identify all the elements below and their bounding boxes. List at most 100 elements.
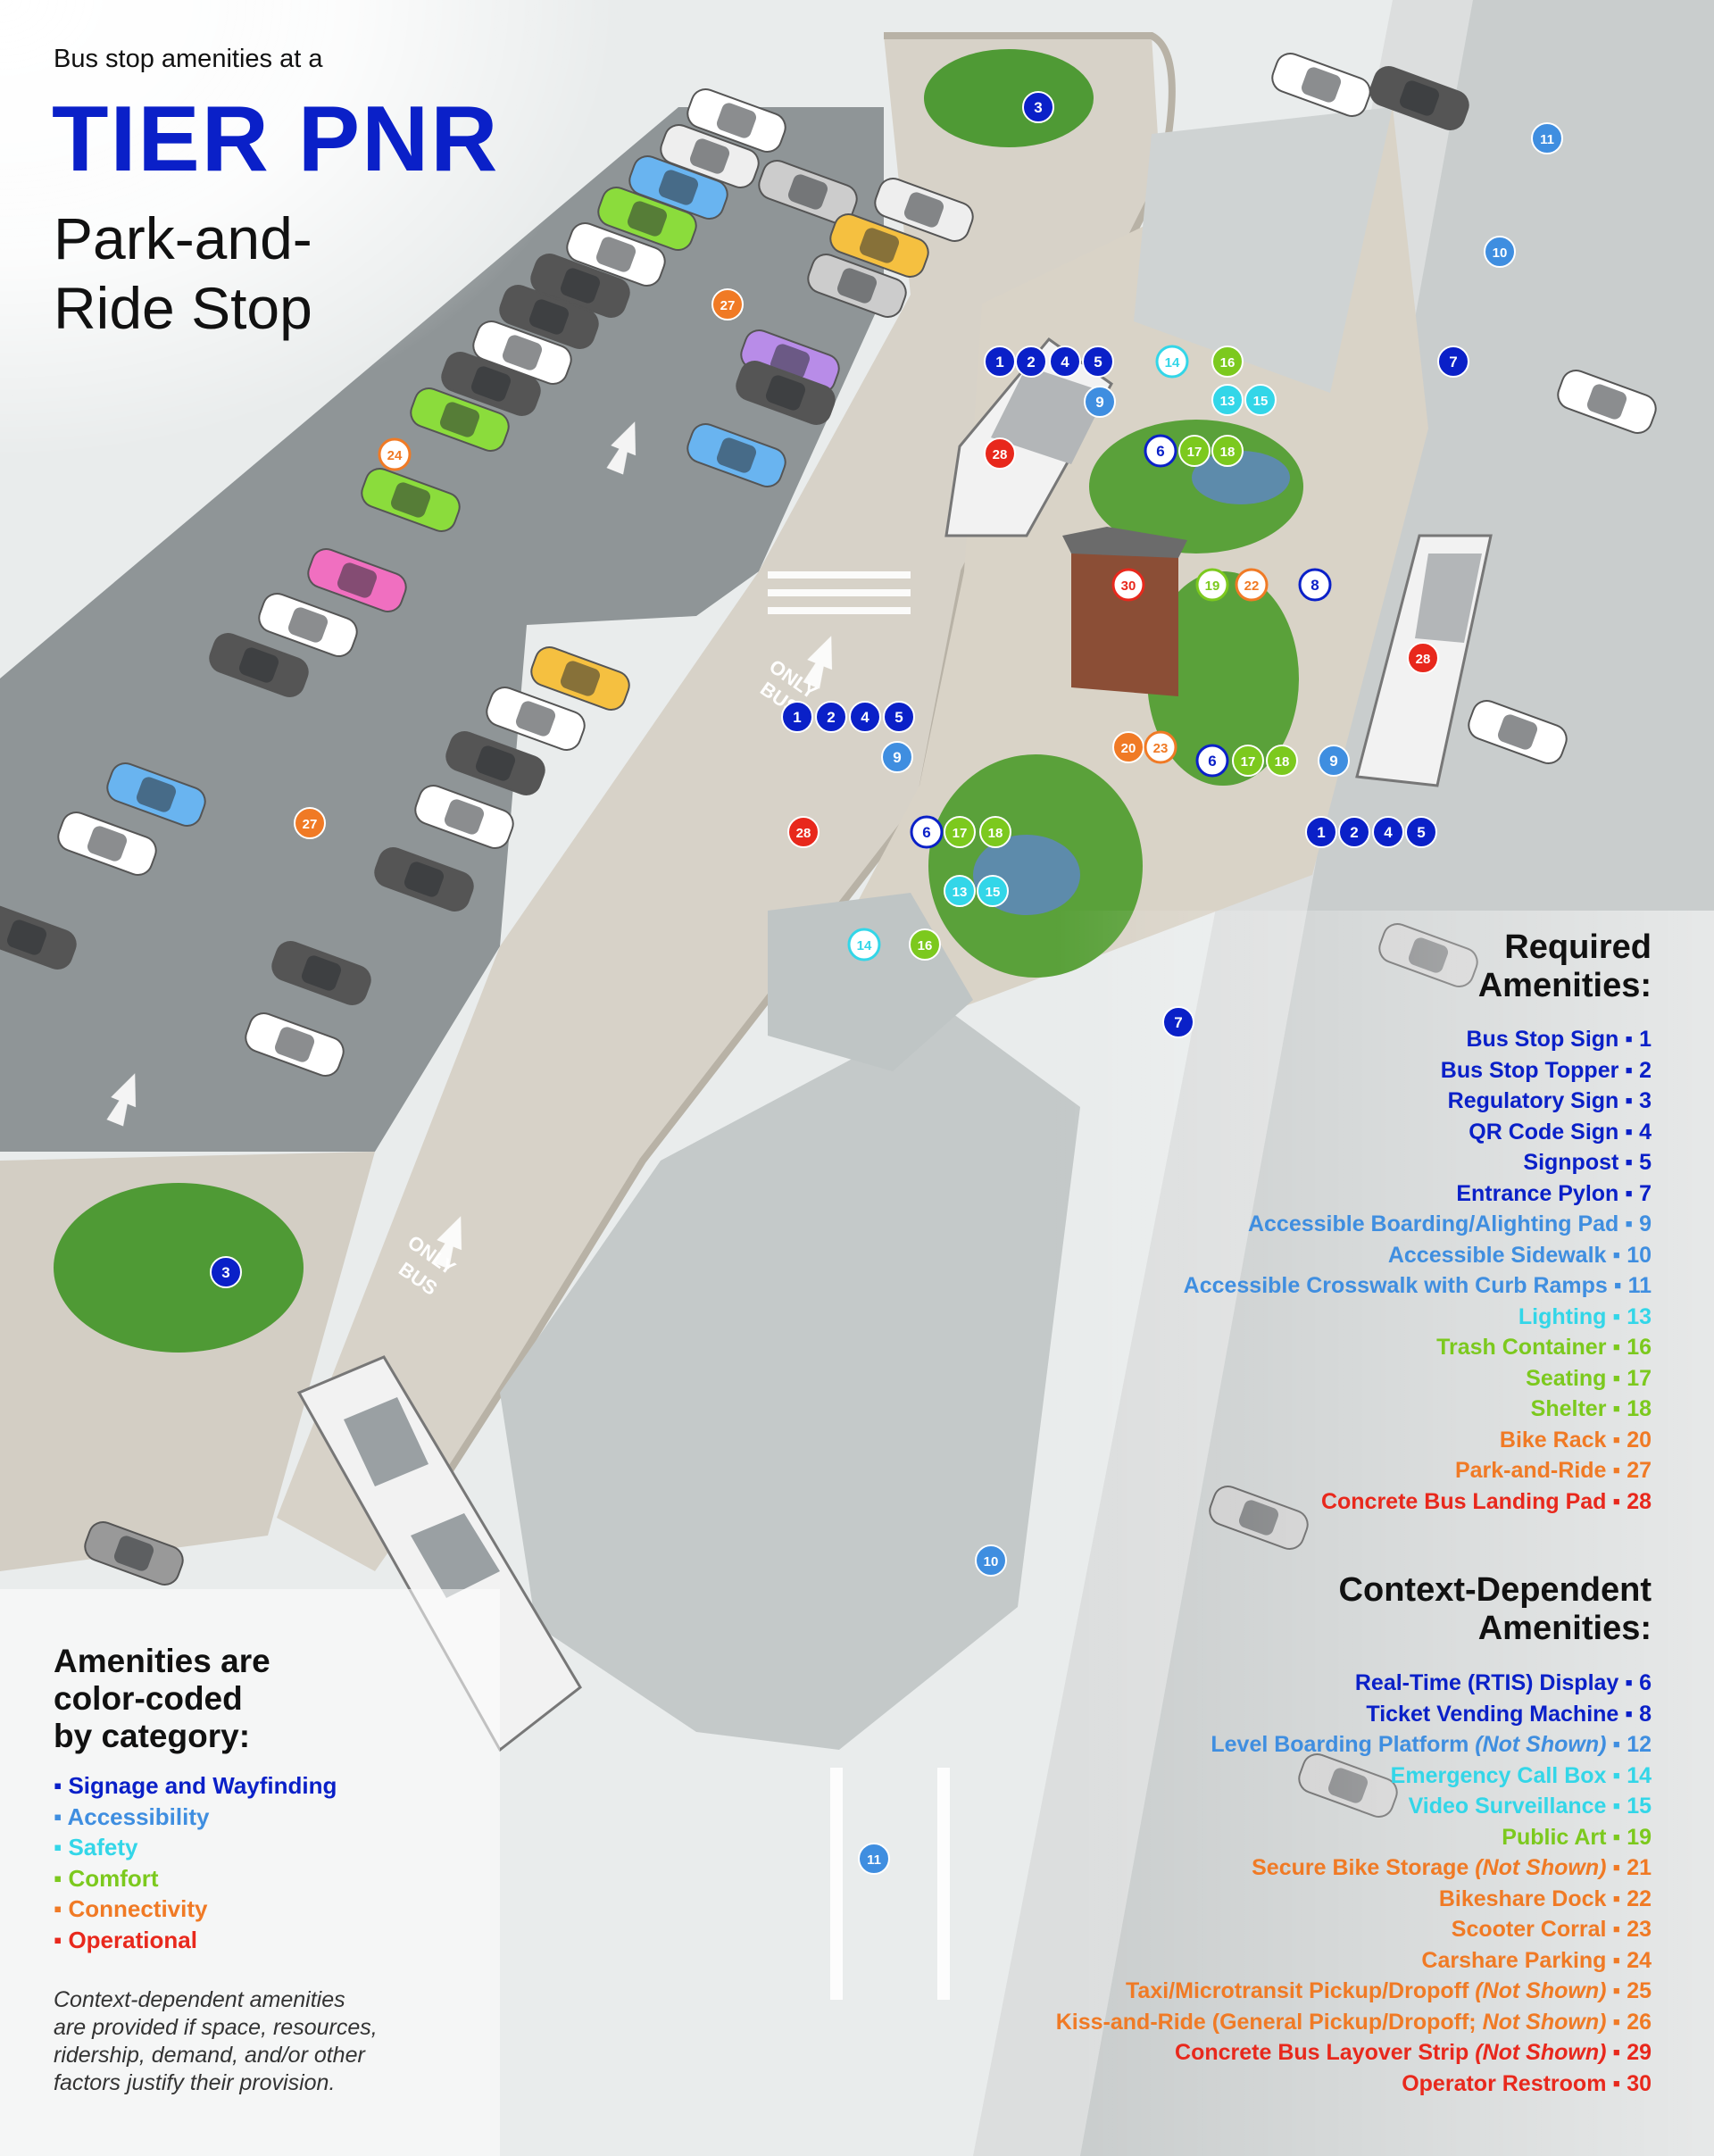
required-amenity-item-name: Bus Stop Sign bbox=[1466, 1027, 1619, 1052]
amenity-marker: 30 bbox=[1111, 568, 1145, 602]
amenity-marker-number: 4 bbox=[1384, 824, 1393, 841]
required-amenity-item-name: Bike Rack bbox=[1499, 1427, 1607, 1453]
parked-car bbox=[57, 812, 157, 876]
amenity-marker: 4 bbox=[849, 701, 881, 733]
required-amenity-item: Concrete Bus Landing Pad ▪ 28 bbox=[1184, 1486, 1652, 1518]
legend-title-1: Amenities are bbox=[54, 1643, 270, 1679]
amenity-marker: 28 bbox=[984, 437, 1016, 470]
amenity-marker: 16 bbox=[909, 928, 941, 961]
amenity-marker-number: 9 bbox=[1095, 394, 1103, 411]
amenity-marker: 10 bbox=[1484, 236, 1516, 268]
required-amenity-item-code: ▪ 20 bbox=[1606, 1427, 1652, 1453]
amenity-marker: 13 bbox=[944, 875, 976, 907]
parked-car bbox=[258, 593, 358, 657]
context-amenity-item-code: ▪ 30 bbox=[1606, 2070, 1652, 2096]
amenity-marker: 23 bbox=[1144, 730, 1177, 764]
required-amenity-item-code: ▪ 18 bbox=[1606, 1396, 1652, 1421]
bus-bottom bbox=[296, 1355, 582, 1752]
parked-car bbox=[0, 905, 77, 970]
required-amenity-item: Lighting ▪ 13 bbox=[1184, 1302, 1652, 1333]
context-amenity-item-name: Kiss-and-Ride (General Pickup/Dropoff; bbox=[1055, 2009, 1483, 2035]
required-amenity-item-code: ▪ 11 bbox=[1607, 1273, 1652, 1298]
context-amenity-item-code: ▪ 29 bbox=[1606, 2040, 1652, 2065]
required-amenity-item-name: Accessible Boarding/Alighting Pad bbox=[1247, 1211, 1619, 1236]
lawn-top bbox=[1134, 107, 1393, 393]
amenity-marker-number: 2 bbox=[1350, 824, 1358, 841]
amenity-marker: 10 bbox=[975, 1544, 1007, 1577]
amenity-marker-number: 4 bbox=[861, 709, 869, 726]
amenity-marker: 15 bbox=[1244, 384, 1277, 416]
amenity-marker: 6 bbox=[1144, 434, 1177, 468]
legend-note-2: are provided if space, resources, bbox=[54, 2015, 378, 2040]
required-amenity-item-name: Trash Container bbox=[1436, 1335, 1607, 1360]
context-title-2: Amenities: bbox=[1477, 1610, 1652, 1647]
amenity-marker-number: 3 bbox=[221, 1264, 229, 1281]
amenity-marker: 13 bbox=[1211, 384, 1244, 416]
context-amenity-item-code: ▪ 12 bbox=[1606, 1732, 1652, 1757]
parked-car bbox=[245, 1012, 345, 1077]
context-amenity-item-name: Ticket Vending Machine bbox=[1366, 1701, 1619, 1727]
amenity-marker: 27 bbox=[711, 288, 744, 320]
context-amenity-item: Emergency Call Box ▪ 14 bbox=[1056, 1761, 1652, 1792]
context-amenity-item-code: ▪ 22 bbox=[1606, 1885, 1652, 1911]
amenity-marker-number: 2 bbox=[827, 709, 835, 726]
context-amenity-item-note: (Not Shown) bbox=[1475, 2040, 1607, 2065]
context-amenity-item: Real-Time (RTIS) Display ▪ 6 bbox=[1056, 1668, 1652, 1699]
amenity-marker: 5 bbox=[1405, 816, 1437, 848]
amenity-marker-number: 13 bbox=[953, 885, 968, 900]
planter-2 bbox=[1147, 571, 1299, 786]
amenity-marker-number: 18 bbox=[1220, 445, 1236, 460]
amenity-marker: 17 bbox=[944, 816, 976, 848]
title-subtitle-2: Ride Stop bbox=[54, 275, 312, 341]
required-amenity-item-name: Regulatory Sign bbox=[1447, 1088, 1619, 1113]
required-amenity-item-name: Lighting bbox=[1518, 1303, 1607, 1329]
required-title-2: Amenities: bbox=[1477, 967, 1652, 1004]
amenity-marker: 28 bbox=[787, 816, 820, 848]
context-amenity-item-name: Level Boarding Platform bbox=[1211, 1732, 1476, 1757]
required-amenity-item: Signpost ▪ 5 bbox=[1184, 1147, 1652, 1178]
context-amenity-item: Kiss-and-Ride (General Pickup/Dropoff; N… bbox=[1056, 2007, 1652, 2038]
legend-note-4: factors justify their provision. bbox=[54, 2070, 336, 2095]
amenity-marker-number: 18 bbox=[988, 826, 1003, 841]
amenity-marker: 28 bbox=[1407, 642, 1439, 674]
amenity-marker-number: 22 bbox=[1244, 579, 1260, 594]
parked-car bbox=[1468, 700, 1568, 764]
context-amenity-item-name: Secure Bike Storage bbox=[1252, 1855, 1476, 1880]
amenity-marker-number: 18 bbox=[1275, 754, 1290, 770]
amenity-marker: 4 bbox=[1372, 816, 1404, 848]
required-amenity-item-code: ▪ 9 bbox=[1618, 1211, 1652, 1236]
context-amenity-item-name: Public Art bbox=[1502, 1824, 1607, 1850]
parked-car bbox=[807, 254, 907, 318]
required-amenity-item: Entrance Pylon ▪ 7 bbox=[1184, 1178, 1652, 1210]
required-amenity-item: QR Code Sign ▪ 4 bbox=[1184, 1117, 1652, 1148]
amenity-marker-number: 11 bbox=[867, 1852, 881, 1868]
context-amenity-item-name: Bikeshare Dock bbox=[1438, 1885, 1607, 1911]
amenity-marker-number: 27 bbox=[303, 817, 318, 832]
context-amenity-item: Video Surveillance ▪ 15 bbox=[1056, 1791, 1652, 1822]
parked-car bbox=[374, 847, 474, 912]
required-title-1: Required bbox=[1504, 928, 1652, 966]
amenity-marker-number: 24 bbox=[387, 448, 403, 463]
parked-car bbox=[1369, 66, 1469, 130]
amenity-marker: 9 bbox=[881, 741, 913, 773]
required-amenity-item-name: Entrance Pylon bbox=[1456, 1180, 1619, 1206]
context-amenity-item-code: ▪ 6 bbox=[1618, 1670, 1652, 1695]
amenity-marker-number: 28 bbox=[796, 826, 811, 841]
amenity-marker-number: 28 bbox=[1416, 652, 1431, 667]
category-legend: ▪ Signage and Wayfinding▪ Accessibility▪… bbox=[54, 1770, 337, 1955]
amenity-marker-number: 1 bbox=[1317, 824, 1325, 841]
amenity-marker: 18 bbox=[1211, 435, 1244, 467]
amenity-marker-number: 9 bbox=[893, 749, 901, 766]
category-item: ▪ Operational bbox=[54, 1926, 197, 1953]
context-amenity-item-name: Emergency Call Box bbox=[1390, 1762, 1607, 1788]
amenity-marker: 9 bbox=[1318, 745, 1350, 777]
parked-car bbox=[486, 687, 586, 751]
context-amenity-item-code: ▪ 23 bbox=[1606, 1917, 1652, 1942]
amenity-marker: 18 bbox=[1266, 745, 1298, 777]
required-amenity-item: Accessible Crosswalk with Curb Ramps ▪ 1… bbox=[1184, 1270, 1652, 1302]
parking-lot bbox=[0, 107, 884, 1152]
amenity-marker: 9 bbox=[1084, 386, 1116, 418]
